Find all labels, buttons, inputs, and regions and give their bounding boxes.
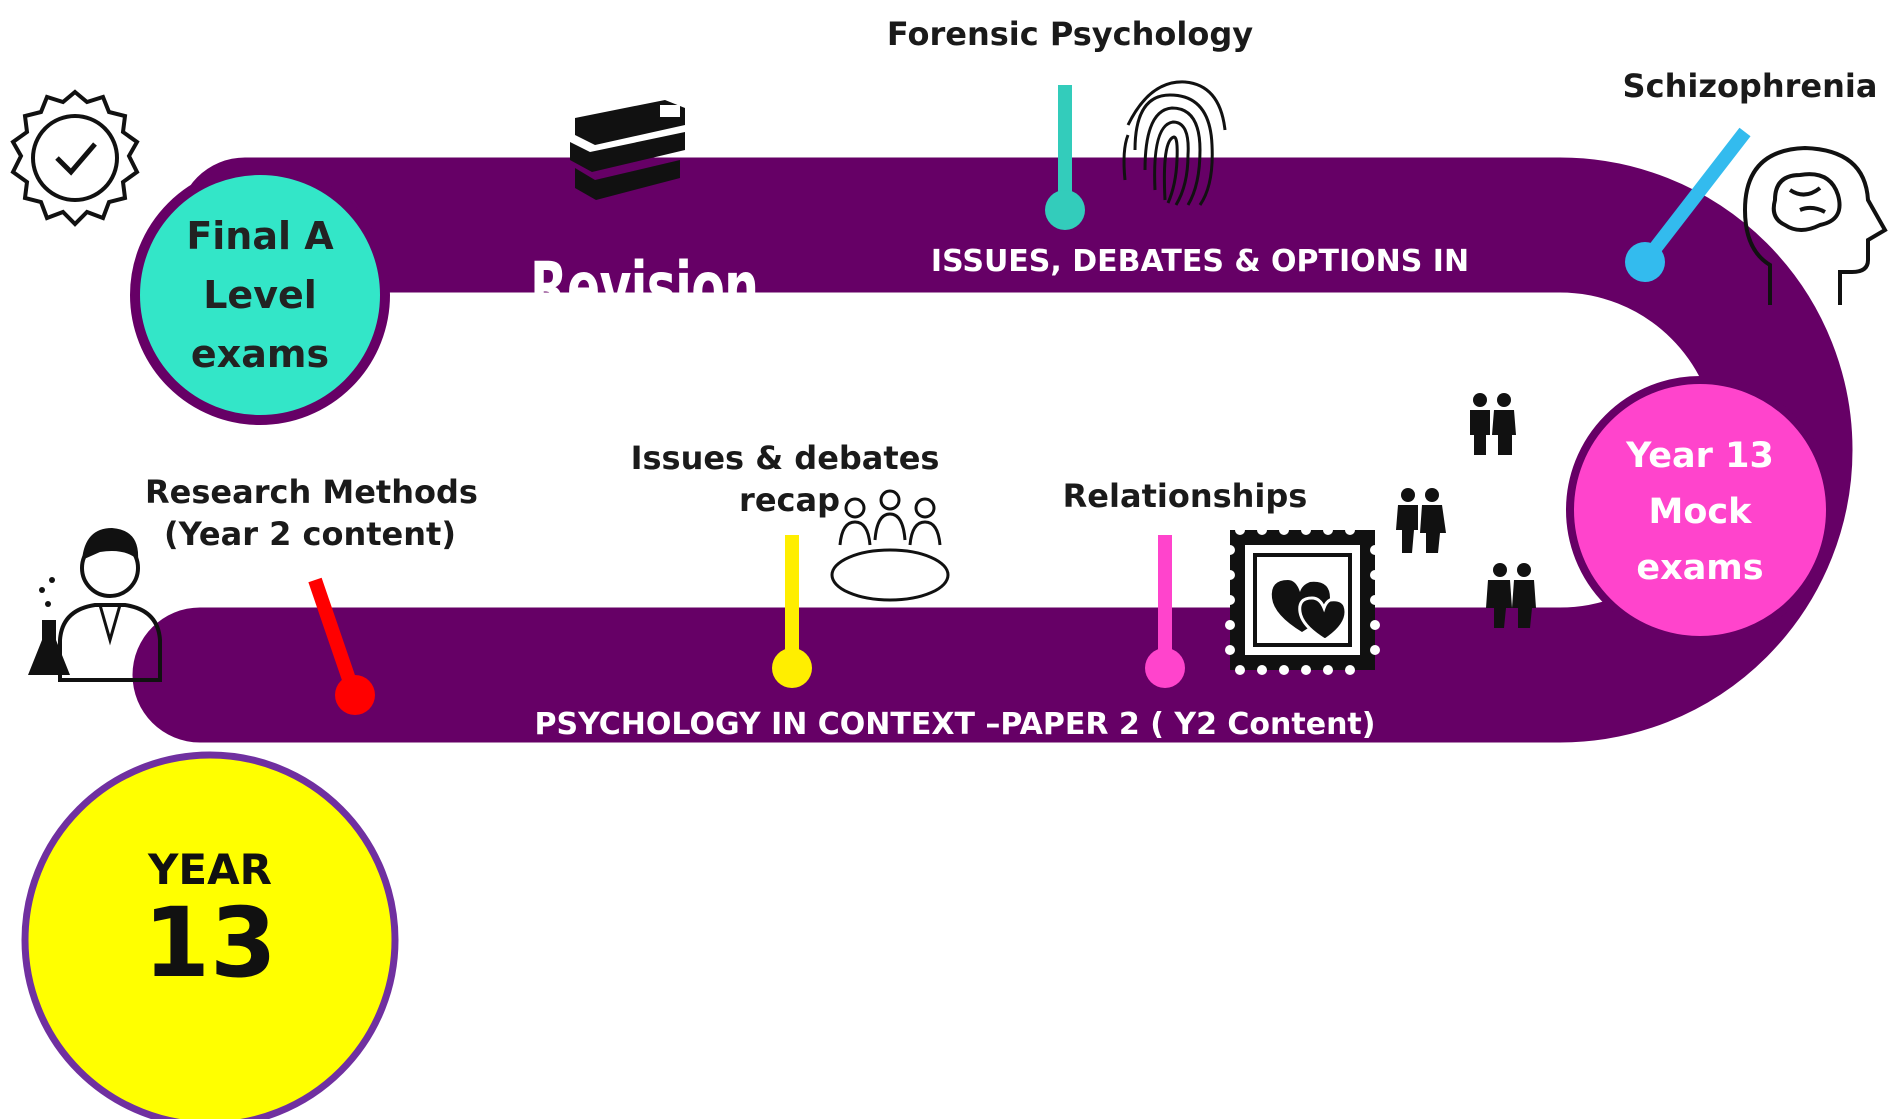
- issues-recap-label: Issues & debates recap: [620, 438, 950, 521]
- recap-pin-dot: [772, 648, 812, 688]
- bottom-band-text: PSYCHOLOGY IN CONTEXT –PAPER 2 ( Y2 Cont…: [410, 700, 1500, 799]
- relationships-label: Relationships: [1062, 477, 1308, 515]
- verified-badge-icon: [10, 89, 140, 227]
- forensic-pin-dot: [1045, 190, 1085, 230]
- year-label: YEAR: [148, 845, 272, 894]
- fingerprint-icon: [1122, 80, 1227, 206]
- year-number: 13: [143, 887, 277, 1000]
- bottom-band-line-1: PSYCHOLOGY IN CONTEXT –PAPER 2 ( Y2 Cont…: [534, 707, 1376, 742]
- schizophrenia-pin-dot: [1625, 242, 1665, 282]
- recap-line-2: recap: [739, 480, 840, 519]
- recap-line-1: Issues & debates: [630, 439, 940, 477]
- meeting-table-icon: [830, 489, 950, 602]
- finish-line-3: exams: [190, 331, 330, 376]
- schizophrenia-label: Schizophrenia: [1622, 67, 1878, 105]
- mock-circle: [1566, 376, 1834, 644]
- revision-label: Revision: [530, 248, 759, 327]
- year-circle-text: YEAR 13: [110, 845, 310, 991]
- books-icon: [570, 100, 685, 200]
- top-band-line-1: ISSUES, DEBATES & OPTIONS IN: [930, 244, 1470, 279]
- finish-circle: [130, 165, 390, 425]
- mock-line-3: exams: [1636, 548, 1764, 588]
- research-methods-label: Research Methods (Year 2 content): [145, 472, 478, 555]
- top-band-line-2: PSYCHOLOGY – PAPER 3: [999, 293, 1401, 329]
- finish-line-2: Level: [203, 272, 317, 317]
- bottom-band-line-2: ISSUES, DEBATES & OPTIONS IN PSYCHOLOGY …: [480, 756, 1430, 792]
- year-circle: [21, 751, 399, 1119]
- research-pin-dot: [335, 675, 375, 715]
- research-pin-stick: [308, 577, 359, 691]
- research-line-1: Research Methods: [145, 473, 478, 511]
- hearts-stamp-icon: [1225, 525, 1380, 675]
- scientist-icon: [28, 528, 162, 682]
- finish-line-1: Final A: [186, 214, 334, 258]
- mock-circle-text: Year 13 Mock exams: [1600, 428, 1800, 596]
- mock-line-1: Year 13: [1626, 436, 1774, 476]
- brain-head-icon: [1742, 145, 1888, 305]
- top-band-text: ISSUES, DEBATES & OPTIONS IN PSYCHOLOGY …: [920, 237, 1480, 336]
- mock-line-2: Mock: [1648, 492, 1752, 532]
- research-line-2: (Year 2 content): [164, 514, 456, 553]
- schizophrenia-pin-stick: [1644, 127, 1751, 260]
- finish-circle-text: Final A Level exams: [160, 207, 360, 384]
- couple-icon: [1396, 393, 1536, 628]
- forensic-label: Forensic Psychology: [886, 15, 1254, 53]
- relationships-pin-dot: [1145, 648, 1185, 688]
